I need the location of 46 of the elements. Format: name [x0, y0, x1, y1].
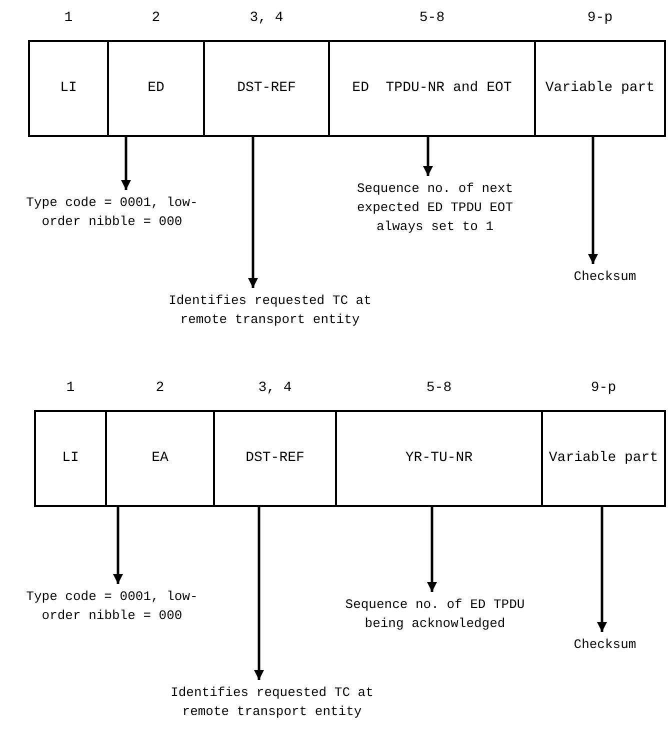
field-label: DST-REF	[244, 449, 306, 468]
octet-number: 3, 4	[257, 380, 293, 396]
field-label: LI	[61, 449, 80, 468]
octet-number: 2	[154, 380, 166, 396]
field-box	[107, 40, 205, 137]
field-box	[28, 40, 109, 137]
arrow	[254, 507, 264, 680]
arrow	[427, 507, 437, 592]
field-label: ED	[146, 79, 166, 98]
arrow	[121, 137, 131, 190]
field-box	[328, 40, 536, 137]
field-label: Variable part	[544, 79, 656, 98]
field-label: EA	[150, 449, 170, 468]
field-box	[541, 410, 666, 507]
field-description: Type code = 0001, low-order nibble = 000	[12, 588, 212, 626]
octet-number: 5-8	[425, 380, 453, 396]
octet-number: 5-8	[418, 10, 446, 26]
field-description: Identifies requested TC at remote transport entity	[150, 292, 390, 330]
field-label: ED TPDU-NR and EOT	[351, 79, 513, 98]
field-label: Variable part	[548, 449, 660, 468]
field-box	[534, 40, 666, 137]
arrow	[248, 137, 258, 288]
field-label: DST-REF	[236, 79, 297, 98]
field-box	[335, 410, 543, 507]
octet-number: 9-p	[590, 380, 618, 396]
arrow	[423, 137, 433, 176]
octet-number: 1	[65, 380, 76, 396]
octet-number: 2	[150, 10, 162, 26]
field-description: Checksum	[555, 636, 655, 655]
field-description: Checksum	[555, 268, 655, 287]
field-description: Sequence no. of next expected ED TPDU EOT always set to 1	[335, 180, 535, 237]
arrow	[597, 507, 607, 632]
field-box	[105, 410, 215, 507]
octet-number: 1	[63, 10, 74, 26]
field-label: LI	[59, 79, 78, 98]
field-description: Type code = 0001, low-order nibble = 000	[12, 194, 212, 232]
field-label: YR-TU-NR	[404, 449, 474, 468]
arrow	[588, 137, 598, 264]
octet-number: 9-p	[586, 10, 614, 26]
field-box	[34, 410, 107, 507]
field-description: Sequence no. of ED TPDU being acknowledged	[340, 596, 530, 634]
field-box	[213, 410, 337, 507]
field-description: Identifies requested TC at remote transport entity	[152, 684, 392, 722]
field-box	[203, 40, 330, 137]
arrow	[113, 507, 123, 584]
octet-number: 3, 4	[248, 10, 284, 26]
